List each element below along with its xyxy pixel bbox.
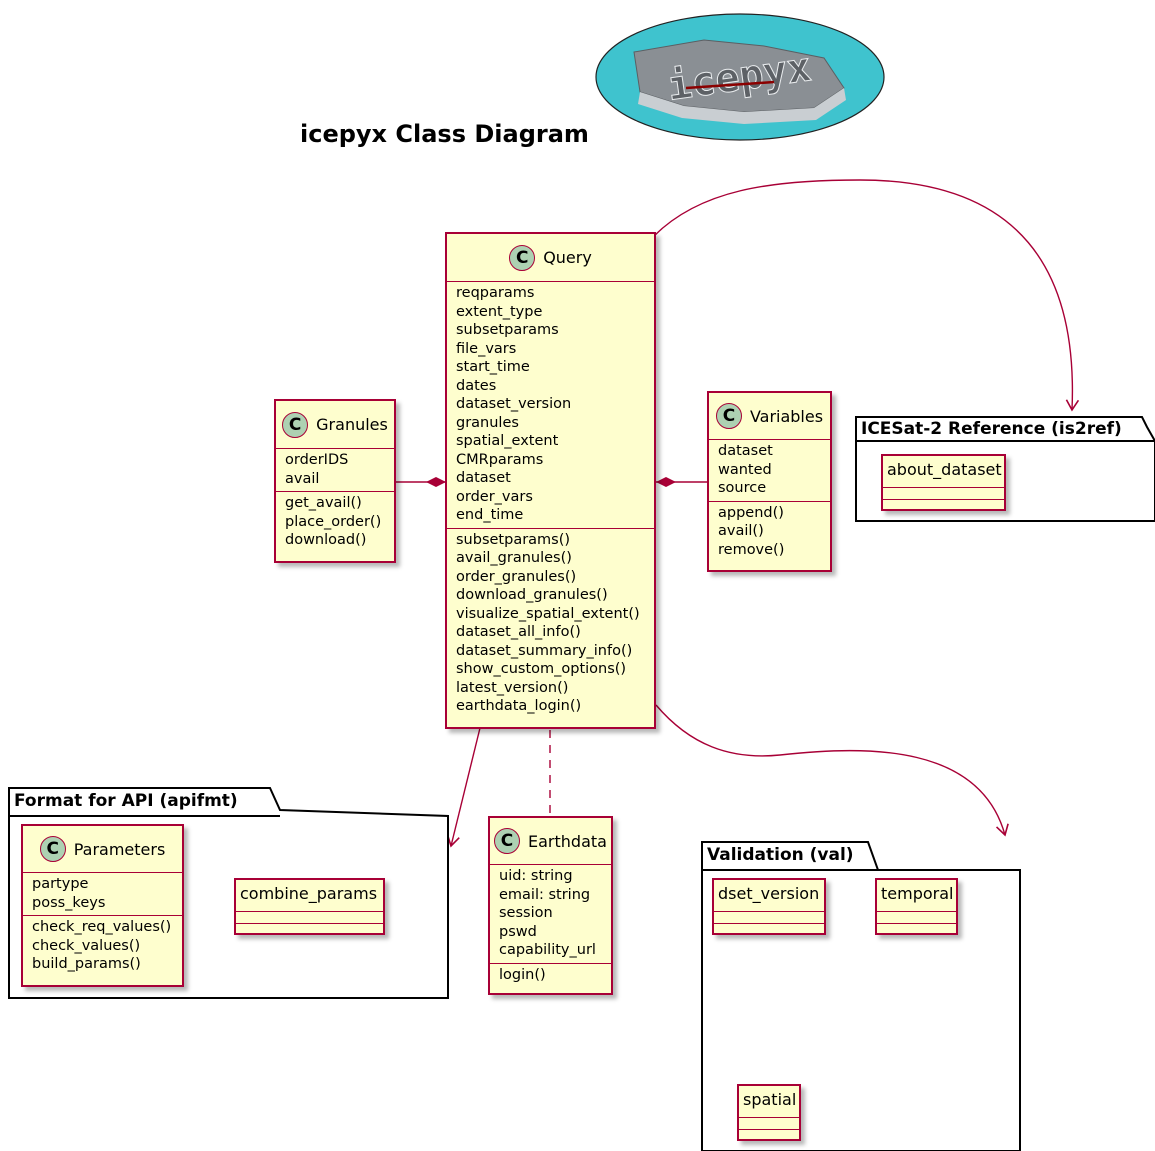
class-attribute: session <box>499 905 553 921</box>
class-method: append() <box>718 504 784 521</box>
class-attribute: order_vars <box>456 488 533 505</box>
class-attribute: subsetparams <box>456 322 559 338</box>
class-attribute: avail <box>285 470 320 487</box>
class-method: login() <box>499 966 546 983</box>
class-method: show_custom_options() <box>456 661 627 677</box>
class-attribute: start_time <box>456 359 530 375</box>
function-spatial[interactable]: spatial <box>737 1084 801 1141</box>
class-method: build_params() <box>32 956 141 972</box>
class-method: check_values() <box>32 937 141 954</box>
class-attribute: dates <box>456 377 497 394</box>
class-attribute: file_vars <box>456 340 517 357</box>
function-about-dataset-name: about_dataset <box>887 460 1002 479</box>
class-method: dataset_summary_info() <box>456 642 633 659</box>
class-method: get_avail() <box>285 495 362 511</box>
class-method: check_req_values() <box>32 919 172 935</box>
class-granules-header: C Granules <box>276 401 394 449</box>
class-attribute: spatial_extent <box>456 433 559 449</box>
class-badge-icon: C <box>715 403 742 429</box>
class-variables-header: C Variables <box>709 393 830 440</box>
class-method: earthdata_login() <box>456 698 582 714</box>
class-granules-name: Granules <box>316 415 388 434</box>
granules-diamond <box>426 477 446 487</box>
class-earthdata-header: C Earthdata <box>490 818 611 865</box>
apifmt-dependency-edge <box>446 727 481 848</box>
class-method: download() <box>285 532 367 548</box>
function-combine-params-name: combine_params <box>240 884 378 903</box>
class-badge-icon: C <box>509 244 536 271</box>
class-method: dataset_all_info() <box>456 624 581 640</box>
class-method: remove() <box>718 541 785 558</box>
class-granules-attributes: orderIDS avail <box>276 449 394 491</box>
class-attribute: reqparams <box>456 285 535 301</box>
function-temporal[interactable]: temporal <box>875 878 958 935</box>
class-method: visualize_spatial_extent() <box>456 605 640 622</box>
class-attribute: partype <box>32 876 89 892</box>
class-earthdata-name: Earthdata <box>528 831 607 851</box>
class-granules[interactable]: C Granules orderIDS avail get_avail()plac… <box>274 399 396 563</box>
class-method: latest_version() <box>456 679 569 696</box>
class-variables-name: Variables <box>749 406 824 426</box>
class-attribute: capability_url <box>499 942 596 958</box>
class-parameters-header: C Parameters <box>23 826 182 873</box>
val-dependency-edge <box>655 704 1009 837</box>
is2ref-dependency-edge <box>653 179 1080 412</box>
function-about-dataset[interactable]: about_dataset <box>881 454 1006 511</box>
class-attribute: granules <box>456 414 519 431</box>
diagram-title: icepyx Class Diagram <box>300 120 589 148</box>
function-dset-version[interactable]: dset_version <box>712 878 826 935</box>
class-query-attributes: reqparams extent_type subsetparams file_var… <box>447 282 654 528</box>
variables-diamond <box>656 477 676 487</box>
class-attribute: source <box>718 480 767 496</box>
class-variables[interactable]: C Variables dataset wanted source append()… <box>707 391 832 572</box>
class-attribute: extent_type <box>456 303 543 320</box>
class-method: download_granules() <box>456 587 608 603</box>
class-method: place_order() <box>285 513 382 530</box>
class-method: order_granules() <box>456 568 577 585</box>
class-variables-methods: append() avail() remove() <box>709 500 830 563</box>
package-val-label: Validation (val) <box>707 845 854 865</box>
function-combine-params[interactable]: combine_params <box>234 878 385 935</box>
icepyx-logo: icepyx <box>595 13 885 141</box>
class-attribute: pswd <box>499 923 537 940</box>
package-is2ref-label: ICESat-2 Reference (is2ref) <box>861 419 1122 439</box>
class-parameters-methods: check_req_values() check_values() build_pa… <box>23 915 182 977</box>
class-attribute: email: string <box>499 886 591 903</box>
class-attribute: orderIDS <box>285 452 349 468</box>
class-attribute: dataset <box>718 443 773 459</box>
function-temporal-name: temporal <box>881 884 954 903</box>
class-parameters-name: Parameters <box>73 839 166 859</box>
class-attribute: CMRparams <box>456 451 544 468</box>
class-query[interactable]: C Query reqparams extent_type subsetparams… <box>445 232 656 729</box>
class-earthdata-attributes: uid: string email: string session pswd capab… <box>490 865 611 963</box>
function-spatial-name: spatial <box>743 1090 797 1109</box>
class-attribute: dataset <box>456 470 511 486</box>
class-badge-icon: C <box>39 836 66 862</box>
class-earthdata-methods: login() <box>490 962 611 988</box>
class-query-header: C Query <box>447 234 654 282</box>
class-attribute: dataset_version <box>456 396 572 412</box>
class-attribute: wanted <box>718 461 772 478</box>
package-apifmt-label: Format for API (apifmt) <box>14 791 238 811</box>
class-attribute: end_time <box>456 507 524 523</box>
class-parameters[interactable]: C Parameters partype poss_keys check_req_… <box>21 824 184 987</box>
class-badge-icon: C <box>282 411 309 438</box>
class-earthdata[interactable]: C Earthdata uid: string email: string sess… <box>488 816 613 995</box>
class-query-name: Query <box>543 248 592 267</box>
class-method: avail() <box>718 523 764 539</box>
class-query-methods: subsetparams() avail_granules() order_gran… <box>447 527 654 719</box>
class-parameters-attributes: partype poss_keys <box>23 873 182 915</box>
class-attribute: poss_keys <box>32 894 106 911</box>
class-granules-methods: get_avail() place_order() download() <box>276 491 394 553</box>
function-dset-version-name: dset_version <box>718 884 820 903</box>
class-method: avail_granules() <box>456 550 572 566</box>
class-badge-icon: C <box>494 828 521 854</box>
class-variables-attributes: dataset wanted source <box>709 440 830 501</box>
class-method: subsetparams() <box>456 531 571 548</box>
class-attribute: uid: string <box>499 868 573 884</box>
